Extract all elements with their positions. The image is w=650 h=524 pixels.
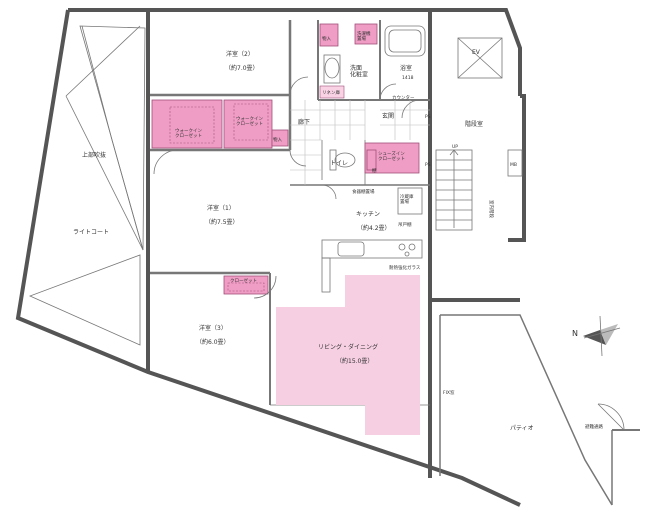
bath-size-label: 1418 [402,75,414,81]
kitchen-label: キッチン [356,211,380,218]
storage-small [271,129,289,147]
light-court-area [18,12,150,372]
bath-label: 浴室 [400,64,412,72]
toilet-storage [366,149,377,171]
storage-top [319,23,339,47]
kitchen-area-label: （約4.2畳） [357,224,391,232]
storage2-label: 物入 [322,35,331,42]
outer-walls [15,8,526,507]
fixed-glass-label: 耐熱強化ガラス [389,264,421,271]
fridge-space [397,187,423,215]
western3-area-label: （約6.0畳） [196,338,230,346]
interior-walls [150,20,430,406]
linen-label: リネン庫 [322,89,340,96]
walkin-closet-1 [151,99,223,149]
mb-box [507,149,523,177]
ps1-label: PS [425,114,431,120]
hall-tiles [290,100,430,185]
stairs [435,149,473,231]
living-label: リビング・ダイニング [318,343,378,351]
western2-label: 洋室（2） [226,50,254,58]
closets [151,23,420,295]
western1-area-label: （約7.5畳） [205,218,239,226]
fixtures [321,25,523,293]
living-dining-area [276,275,420,435]
room-labels: 上部吹抜 ライトコート 洋室（2） （約7.0畳） 洋室（1） （約7.5畳） … [73,30,603,432]
living-area-label: （約15.0畳） [336,357,373,365]
washer-space [354,23,378,45]
door-swings [153,76,421,299]
stove-burner [398,243,406,251]
light-court-outline [28,254,141,346]
void-label: 上部吹抜 [82,151,106,159]
fridge-label: 冷蔵庫置場 [400,193,414,205]
north-arrow: N [572,315,621,357]
washroom-label: 洗面化粧室 [350,64,368,79]
closet-label: クローゼット [230,277,257,284]
ev-label: EV [472,49,481,56]
closet-room3 [223,275,269,295]
western3-label: 洋室（3） [199,324,227,332]
up-label: UP [452,144,458,150]
shoes-closet-label: シューズインクローゼット [378,150,405,162]
washer-label: 洗濯機置場 [357,30,371,42]
walkin2-label: ウォークインクローゼット [236,115,263,127]
toilet-label: トイレ [330,160,348,167]
kitchen-peninsula [321,257,331,293]
washbasin [324,57,340,79]
bathtub [384,25,426,57]
elevator [457,37,503,79]
western1-label: 洋室（1） [207,204,235,212]
north-label: N [572,329,578,338]
kitchen-sink [337,241,365,257]
pantry-shelf-label: 食器棚置場 [352,188,375,195]
patio-note2-label: 避難通路 [585,423,603,430]
light-court-label: ライトコート [73,229,109,236]
counter-label: カウンター [392,94,415,101]
stair-hall-label: 階段室 [465,120,483,128]
kitchen-counter [321,239,423,259]
mb-label: MB [510,162,517,168]
hall-label: 廊下 [298,118,310,126]
toilet-bowl [334,152,356,168]
shoes-mark-label: 棚 [372,167,377,174]
patio-note1-label: FIX窓 [443,389,455,396]
overhead-cab-label: 吊戸棚 [398,221,412,228]
storage-label: 物入 [273,136,282,143]
entrance-label: 玄関 [382,112,394,120]
ps2-label: PS [425,162,431,168]
patio-label: パティオ [510,425,534,432]
western2-area-label: （約7.0畳） [225,64,259,72]
shared-stair-label: 室内階段 [488,200,495,218]
walkin1-label: ウォークインクローゼット [175,127,202,139]
linen-storage [319,85,345,99]
patio-area [439,314,640,506]
